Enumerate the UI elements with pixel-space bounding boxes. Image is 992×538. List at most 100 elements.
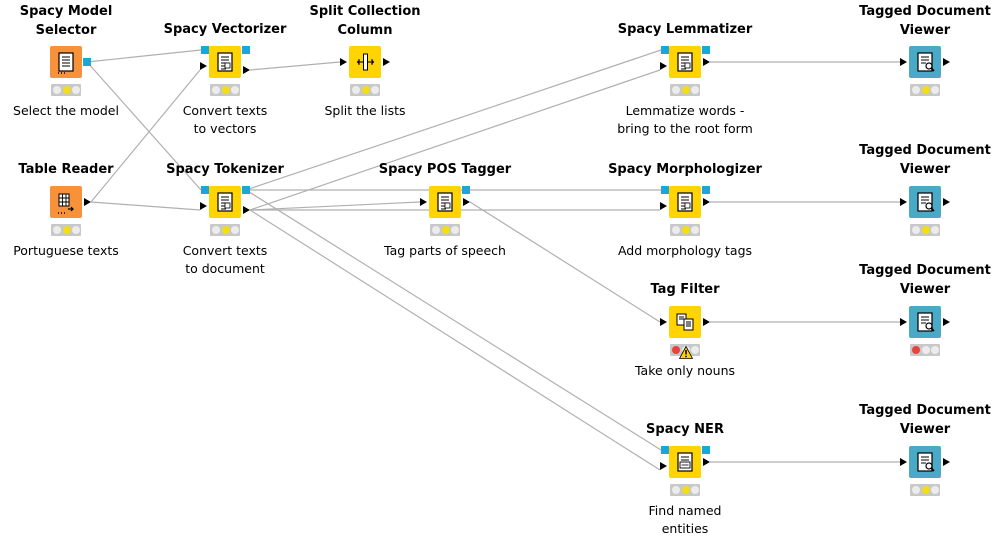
node-title: Viewer <box>899 162 951 177</box>
status-light <box>432 226 440 234</box>
warning-icon <box>679 346 693 359</box>
model-input-port[interactable] <box>201 46 209 54</box>
model-output-port[interactable] <box>702 46 710 54</box>
input-port[interactable] <box>660 318 667 326</box>
output-port[interactable] <box>243 66 250 74</box>
status-lights <box>910 84 940 96</box>
output-port[interactable] <box>703 198 710 206</box>
wire-tokenizer-to-lemmatizer <box>245 49 662 191</box>
input-port[interactable] <box>900 58 907 66</box>
table-reader-icon <box>58 193 74 214</box>
node-box[interactable] <box>909 306 941 338</box>
node-box[interactable] <box>50 186 82 218</box>
node-title: Tagged Document <box>859 403 991 418</box>
document-viewer-icon <box>917 192 935 212</box>
model-input-port[interactable] <box>661 446 669 454</box>
node-box[interactable] <box>669 46 701 78</box>
node-box[interactable] <box>209 46 241 78</box>
node-title: Spacy Tokenizer <box>166 162 284 177</box>
node-description: Convert texts <box>182 243 268 258</box>
output-port[interactable] <box>943 58 950 66</box>
output-port[interactable] <box>243 206 250 214</box>
node-description: bring to the root form <box>617 121 753 136</box>
status-lights <box>51 84 81 96</box>
output-port[interactable] <box>463 198 470 206</box>
status-light <box>912 346 920 354</box>
model-output-port[interactable] <box>702 186 710 194</box>
node-description: to vectors <box>193 121 257 136</box>
node-title: Tagged Document <box>859 143 991 158</box>
node-description: Lemmatize words - <box>625 103 745 118</box>
output-port[interactable] <box>703 58 710 66</box>
status-light <box>72 86 80 94</box>
model-output-port[interactable] <box>242 186 250 194</box>
node-box[interactable] <box>209 186 241 218</box>
node-box[interactable] <box>349 46 381 78</box>
model-output-port[interactable] <box>83 58 91 66</box>
node-description: Portuguese texts <box>13 243 119 258</box>
model-input-port[interactable] <box>661 46 669 54</box>
status-lights <box>910 344 940 356</box>
input-port[interactable] <box>900 198 907 206</box>
document-viewer-icon <box>917 312 935 332</box>
input-port[interactable] <box>660 62 667 70</box>
output-port[interactable] <box>703 458 710 466</box>
node-description: Find named <box>648 503 722 518</box>
node-description: entities <box>661 521 709 536</box>
node-description: Tag parts of speech <box>384 243 506 258</box>
model-output-port[interactable] <box>702 446 710 454</box>
status-light <box>681 226 690 234</box>
node-box[interactable] <box>909 446 941 478</box>
input-port[interactable] <box>660 202 667 210</box>
node-box[interactable] <box>669 446 701 478</box>
status-light <box>912 486 920 494</box>
input-port[interactable] <box>900 318 907 326</box>
node-box[interactable] <box>429 186 461 218</box>
model-input-port[interactable] <box>201 186 209 194</box>
document-viewer-icon <box>917 452 935 472</box>
model-input-port[interactable] <box>661 186 669 194</box>
node-title: Spacy POS Tagger <box>378 162 512 177</box>
model-output-port[interactable] <box>242 46 250 54</box>
model-output-port[interactable] <box>462 186 470 194</box>
input-port[interactable] <box>420 198 427 206</box>
status-light <box>921 226 930 234</box>
node-title: Table Reader <box>18 162 114 177</box>
node-box[interactable] <box>909 46 941 78</box>
status-light <box>691 346 699 354</box>
input-port[interactable] <box>200 202 207 210</box>
input-port[interactable] <box>660 462 667 470</box>
status-light <box>53 226 61 234</box>
status-light <box>231 86 239 94</box>
node-description: to document <box>185 261 265 276</box>
output-port[interactable] <box>383 58 390 66</box>
wire-vectorizer-to-split-collection <box>249 61 341 71</box>
output-port[interactable] <box>84 198 91 206</box>
morphologizer-icon <box>677 192 693 212</box>
node-box[interactable] <box>669 306 701 338</box>
input-port[interactable] <box>900 458 907 466</box>
output-port[interactable] <box>703 318 710 326</box>
node-box[interactable] <box>50 46 82 78</box>
node-title: Column <box>337 23 393 38</box>
output-port[interactable] <box>943 458 950 466</box>
node-title: Spacy Morphologizer <box>608 162 762 177</box>
input-port[interactable] <box>340 58 347 66</box>
status-light <box>931 86 939 94</box>
node-box[interactable] <box>909 186 941 218</box>
status-light <box>451 226 459 234</box>
status-light <box>921 486 930 494</box>
output-port[interactable] <box>943 318 950 326</box>
wire-table-reader-to-vectorizer <box>90 69 201 203</box>
status-lights <box>51 224 81 236</box>
lemmatizer-icon <box>677 52 693 72</box>
output-port[interactable] <box>943 198 950 206</box>
status-light <box>681 86 690 94</box>
status-lights <box>430 224 460 236</box>
status-lights <box>350 84 380 96</box>
node-box[interactable] <box>669 186 701 218</box>
input-port[interactable] <box>200 62 207 70</box>
node-title: Tag Filter <box>650 282 720 297</box>
tokenizer-icon <box>217 192 233 212</box>
tag-filter-icon <box>676 313 694 331</box>
